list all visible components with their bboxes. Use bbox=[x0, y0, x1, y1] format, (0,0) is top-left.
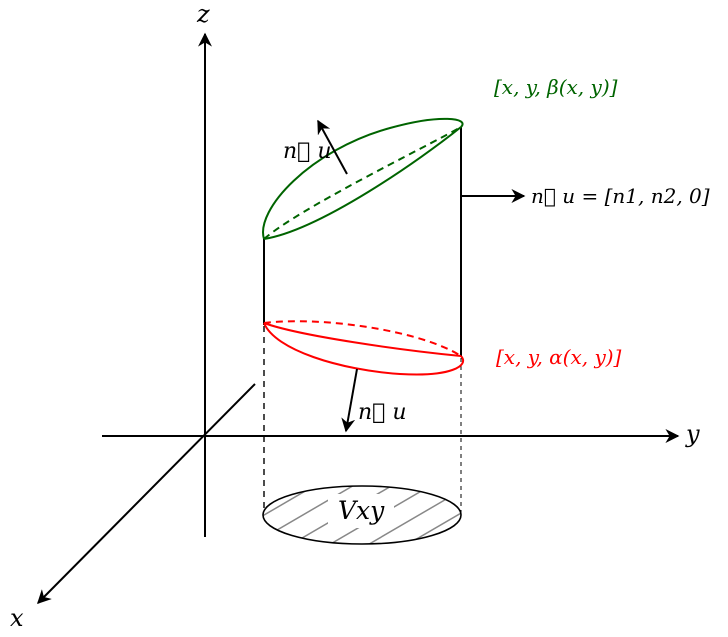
y-axis-label: y bbox=[685, 420, 700, 448]
top-surface-lower-edge bbox=[263, 126, 462, 240]
x-axis bbox=[37, 383, 256, 604]
x-axis-label: x bbox=[10, 604, 24, 632]
top-normal-label: n⃗ u bbox=[283, 139, 332, 164]
top-normal-arrow bbox=[317, 119, 348, 175]
bottom-surface-front-chord bbox=[263, 322, 462, 357]
bottom-normal-arrow bbox=[341, 368, 358, 433]
bottom-normal-label: n⃗ u bbox=[358, 400, 407, 425]
top-surface-label: [x, y, β(x, y)] bbox=[494, 75, 618, 99]
top-surface-back-edge bbox=[263, 126, 462, 240]
top-surface-front-edge bbox=[262, 117, 464, 240]
z-axis-label: z bbox=[196, 0, 210, 28]
region-label-backdrop bbox=[328, 494, 394, 528]
region-label: Vxy bbox=[338, 496, 385, 525]
bottom-surface-label: [x, y, α(x, y)] bbox=[496, 345, 622, 369]
base-region bbox=[262, 485, 462, 545]
bottom-surface-back-edge bbox=[263, 320, 462, 357]
bottom-surface-front-edge bbox=[263, 322, 464, 376]
side-normal-label: n⃗ u = [n1, n2, 0] bbox=[531, 184, 710, 208]
